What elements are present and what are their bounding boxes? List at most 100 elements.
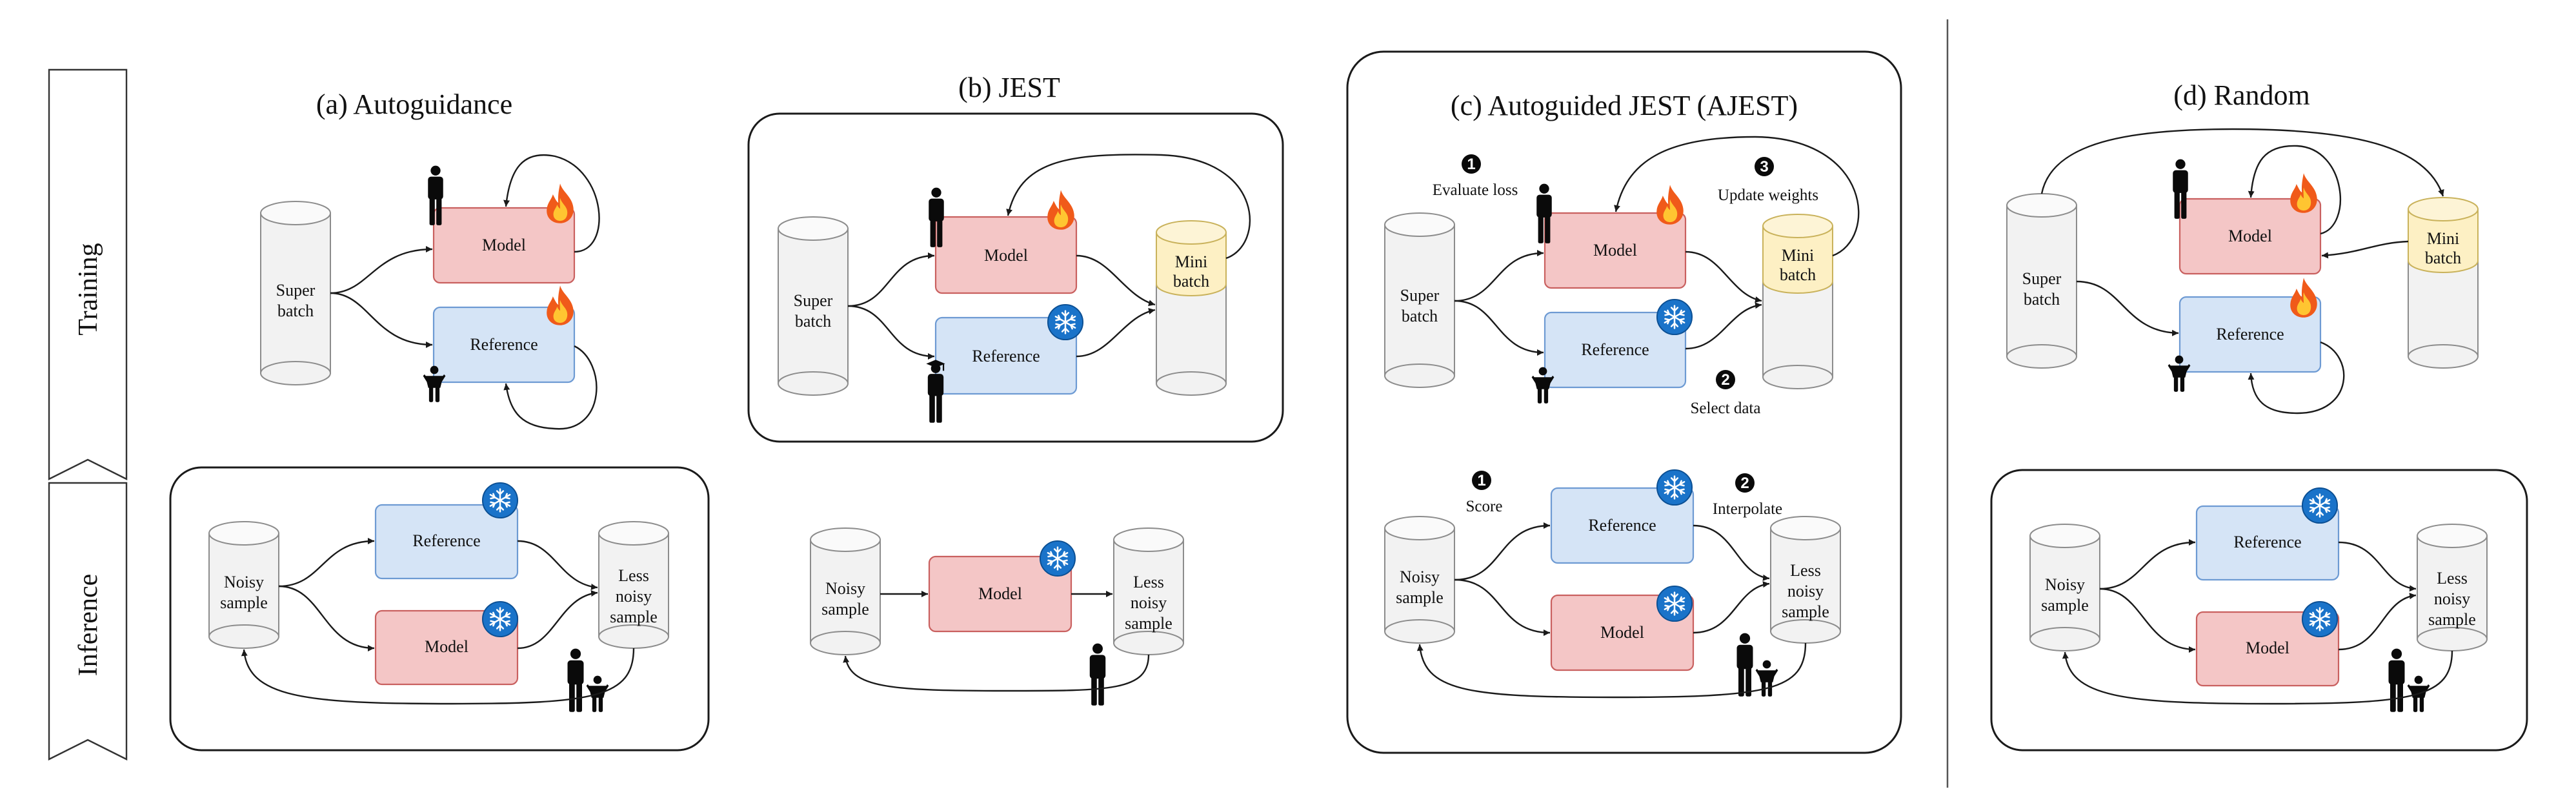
super-batch-cylinder: Super batch	[260, 201, 331, 385]
flame-icon	[1656, 185, 1684, 225]
reference-box: Reference	[374, 504, 519, 580]
less-noisy-label-3: sample	[1782, 602, 1829, 621]
snowflake-icon	[1656, 469, 1693, 506]
snowflake-icon	[2301, 600, 2339, 638]
less-noisy-label-1: Less	[2437, 569, 2468, 588]
reference-box: Reference	[432, 306, 576, 384]
panel-a-training: Super batch Model Reference	[260, 154, 600, 430]
panel-b-training: Super batch Model Reference Mini bat	[747, 112, 1284, 443]
step-evaluate-loss: Evaluate loss	[1433, 181, 1518, 199]
model-label: Model	[425, 637, 468, 656]
model-box: Model	[934, 216, 1078, 294]
step-2-num: 2	[1740, 475, 1749, 492]
mini-batch-label-2: batch	[1173, 272, 1209, 291]
reference-box: Reference	[1550, 487, 1695, 564]
person-icon	[1736, 633, 1753, 697]
model-label: Model	[482, 236, 526, 254]
less-noisy-label-3: sample	[2428, 610, 2476, 629]
snowflake-icon	[1039, 540, 1076, 577]
noisy-sample-cylinder: Noisy sample	[1384, 516, 1455, 644]
noisy-sample-cylinder: Noisy sample	[810, 527, 881, 655]
model-label: Model	[1593, 241, 1637, 260]
less-noisy-sample-cylinder: Less noisy sample	[1113, 527, 1184, 655]
noisy-sample-label-1: Noisy	[224, 573, 264, 591]
snowflake-icon	[1047, 303, 1084, 341]
flame-icon	[2290, 278, 2317, 318]
model-label: Model	[978, 584, 1022, 603]
less-noisy-label-2: noisy	[1131, 593, 1167, 612]
reference-label: Reference	[412, 531, 480, 550]
reference-label: Reference	[1581, 340, 1649, 359]
panel-c-training: 1 Evaluate loss 3 Update weights 2 Selec…	[1384, 136, 1860, 417]
mini-batch-label-2: batch	[2425, 249, 2461, 267]
noisy-sample-label-2: sample	[1396, 588, 1444, 607]
stage-inference: Inference	[48, 482, 128, 761]
super-batch-label-2: batch	[795, 312, 831, 331]
super-batch-label-1: Super	[794, 291, 833, 310]
mini-batch-label-1: Mini	[2427, 229, 2460, 248]
mini-batch-cylinder: Mini batch	[1156, 220, 1227, 396]
child-icon	[1755, 660, 1778, 697]
less-noisy-label-1: Less	[1133, 573, 1164, 591]
flame-icon	[1047, 190, 1074, 230]
panel-c-title: (c) Autoguided JEST (AJEST)	[1451, 90, 1798, 121]
model-label: Model	[984, 246, 1028, 265]
less-noisy-label-1: Less	[1790, 561, 1821, 580]
reference-label: Reference	[972, 347, 1040, 365]
model-box: Model	[2179, 198, 2322, 275]
person-icon	[1089, 643, 1106, 706]
stage-training-label: Training	[74, 243, 103, 335]
super-batch-label-1: Super	[1400, 286, 1440, 305]
noisy-sample-label-2: sample	[821, 600, 869, 619]
mini-batch-label-1: Mini	[1782, 246, 1815, 265]
model-label: Model	[2228, 227, 2272, 245]
reference-label: Reference	[1588, 516, 1656, 535]
reference-label: Reference	[470, 335, 538, 354]
panel-d-training: Super batch Model Reference Mini bat	[2006, 128, 2479, 414]
step-1-badge: 1	[1462, 154, 1481, 174]
step-2-badge: 2	[1735, 473, 1755, 493]
stage-inference-label: Inference	[74, 574, 103, 677]
panel-b-inference: Noisy sample Model Less noisy sample	[810, 527, 1184, 706]
step-score: Score	[1466, 498, 1503, 515]
snowflake-icon	[481, 482, 519, 519]
panel-a-title: (a) Autoguidance	[316, 88, 512, 120]
less-noisy-label-3: sample	[610, 608, 658, 626]
super-batch-cylinder: Super batch	[2006, 193, 2077, 369]
panel-b-title: (b) JEST	[958, 72, 1060, 103]
panel-c-inference: 1 Score 2 Interpolate Noisy sample Refer…	[1384, 469, 1841, 699]
less-noisy-sample-cylinder: Less noisy sample	[1770, 516, 1841, 644]
less-noisy-label-2: noisy	[616, 587, 652, 606]
panel-b: (b) JEST Super batch Model Reference	[747, 72, 1284, 706]
step-1-badge: 1	[1472, 471, 1491, 490]
model-box: Model	[1544, 212, 1687, 289]
reference-label: Reference	[2233, 533, 2301, 551]
less-noisy-label-2: noisy	[1787, 582, 1824, 600]
noisy-sample-label-1: Noisy	[2045, 575, 2085, 594]
less-noisy-label-1: Less	[618, 566, 649, 585]
mini-batch-cylinder: Mini batch	[1762, 214, 1833, 389]
noisy-sample-label-1: Noisy	[1400, 568, 1440, 586]
super-batch-label-1: Super	[276, 281, 316, 300]
panel-a: (a) Autoguidance Super batch Model Refer…	[169, 88, 710, 752]
super-batch-label-2: batch	[277, 302, 314, 320]
panel-d-title: (d) Random	[2173, 79, 2309, 111]
noisy-sample-cylinder: Noisy sample	[208, 521, 279, 649]
snowflake-icon	[1656, 298, 1693, 336]
model-label: Model	[1600, 623, 1644, 642]
noisy-sample-label-2: sample	[220, 593, 268, 612]
step-interpolate: Interpolate	[1713, 500, 1782, 518]
model-box: Model	[432, 207, 576, 284]
model-label: Model	[2246, 639, 2289, 657]
super-batch-label-2: batch	[2024, 290, 2060, 309]
model-box: Model	[1550, 594, 1695, 671]
less-noisy-label-3: sample	[1125, 614, 1172, 633]
less-noisy-sample-cylinder: Less noisy sample	[598, 521, 669, 649]
step-3-num: 3	[1760, 158, 1768, 176]
person-icon	[2388, 648, 2405, 712]
step-1-num: 1	[1477, 472, 1485, 489]
mini-batch-label-1: Mini	[1175, 252, 1208, 271]
flame-icon	[2290, 173, 2317, 213]
snowflake-icon	[1656, 585, 1693, 622]
super-batch-cylinder: Super batch	[778, 216, 849, 396]
